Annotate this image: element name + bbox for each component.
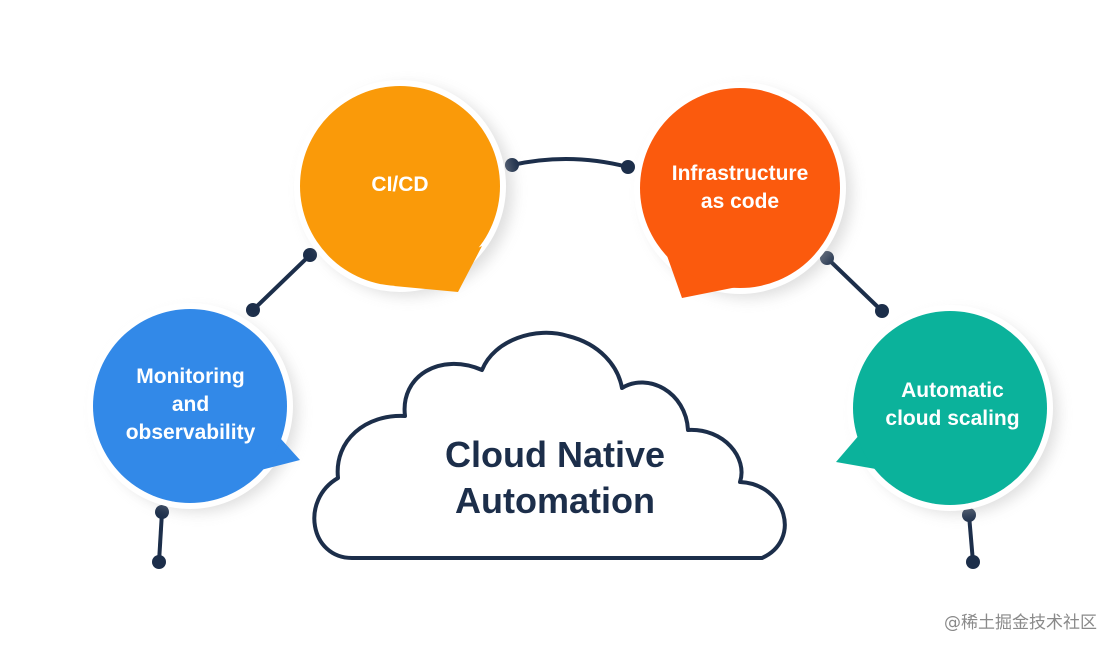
connector-dot — [621, 160, 635, 174]
bubble-label-cicd: CI/CD — [371, 173, 429, 196]
bubble-scaling — [836, 305, 1058, 514]
bubble-circle — [853, 311, 1047, 505]
bubble-iac — [634, 82, 852, 298]
center-title: Cloud Native Automation — [444, 434, 666, 521]
bubble-label-scaling: Automatic cloud scaling — [885, 379, 1020, 430]
bubble-circle — [300, 86, 500, 286]
bubble-label-iac: Infrastructure as code — [671, 162, 809, 213]
connector-dot — [155, 505, 169, 519]
connector-cicd-monitoring — [251, 253, 312, 312]
connector-cicd-iac — [511, 156, 629, 169]
bubble-cicd — [294, 80, 513, 296]
connector-dot — [152, 555, 166, 569]
connector-dot — [246, 303, 260, 317]
connector-monitoring-stem — [157, 511, 164, 563]
bubble-label-monitoring: Monitoring and observability — [125, 365, 256, 444]
bubble-circle — [93, 309, 287, 503]
connector-iac-scaling — [825, 256, 884, 313]
connector-dot — [875, 304, 889, 318]
connector-scaling-stem — [967, 514, 975, 563]
connector-dot — [966, 555, 980, 569]
watermark: @稀土掘金技术社区 — [944, 613, 1097, 633]
bubble-circle — [640, 88, 840, 288]
connector-dot — [303, 248, 317, 262]
cloud-outline — [312, 330, 787, 560]
bubble-monitoring — [87, 303, 300, 512]
